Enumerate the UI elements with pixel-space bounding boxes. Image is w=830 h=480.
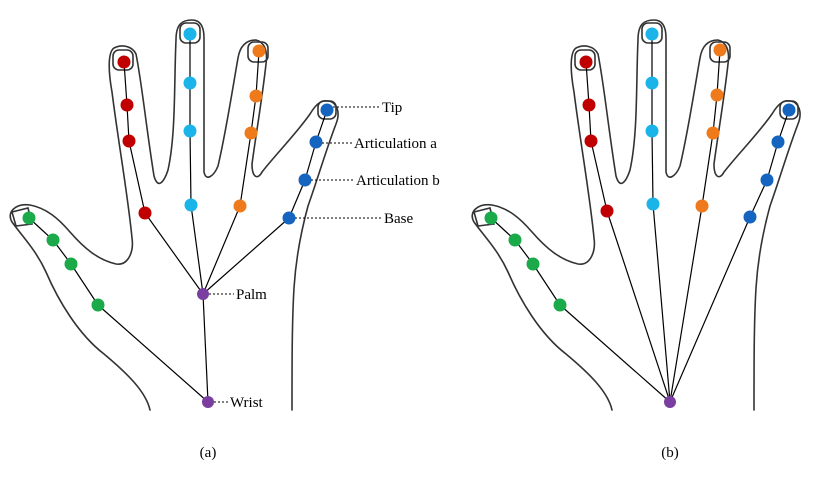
bone-ring-a <box>202 50 260 295</box>
keypoint-thumb-artic-a-b <box>508 233 522 247</box>
keypoint-ring-tip-b <box>713 43 727 57</box>
keypoint-thumb-base-b <box>553 298 567 312</box>
keypoint-middle-artic-a-a <box>183 76 197 90</box>
keypoint-index-artic-b-a <box>122 134 136 148</box>
bone-little-a <box>202 109 328 295</box>
bone-wrist-palm-a <box>202 293 209 403</box>
nail-thumb-b <box>473 207 495 227</box>
keypoint-middle-tip-a <box>183 27 197 41</box>
keypoint-little-tip-a <box>320 103 334 117</box>
caption-b: (b) <box>661 445 679 461</box>
keypoint-thumb-tip-a <box>22 211 36 225</box>
label-articulation-a: Articulation a <box>354 136 437 152</box>
panel-a: Tip Articulation a Articulation b Base P… <box>9 19 440 461</box>
keypoints-a <box>22 27 334 408</box>
label-base: Base <box>384 211 414 227</box>
keypoint-index-artic-b-b <box>584 134 598 148</box>
keypoint-thumb-artic-a-a <box>46 233 60 247</box>
label-palm: Palm <box>236 287 267 303</box>
panel-b: (b) <box>471 19 801 461</box>
caption-a: (a) <box>200 445 217 461</box>
skeleton-lines-b <box>490 34 790 403</box>
keypoint-ring-artic-a-b <box>710 88 724 102</box>
label-articulation-b: Articulation b <box>356 173 440 189</box>
keypoint-thumb-artic-b-b <box>526 257 540 271</box>
label-tip: Tip <box>382 100 402 116</box>
keypoint-little-base-a <box>282 211 296 225</box>
nail-little-b <box>779 100 799 120</box>
keypoint-little-tip-b <box>782 103 796 117</box>
keypoint-ring-tip-a <box>252 44 266 58</box>
keypoint-ring-artic-b-a <box>244 126 258 140</box>
keypoint-little-artic-a-b <box>771 135 785 149</box>
nail-index-a <box>112 49 134 71</box>
keypoint-index-base-a <box>138 206 152 220</box>
keypoint-ring-base-a <box>233 199 247 213</box>
keypoint-little-artic-b-b <box>760 173 774 187</box>
nail-little-a <box>317 100 337 120</box>
leader-lines <box>209 106 382 403</box>
bone-thumb-b <box>490 217 561 306</box>
bone-ring-b <box>701 49 721 207</box>
nail-ring-b <box>709 41 731 63</box>
keypoint-thumb-tip-b <box>484 211 498 225</box>
bone-wrist-thumb-a <box>97 304 209 403</box>
keypoint-index-artic-a-a <box>120 98 134 112</box>
keypoint-middle-base-b <box>646 197 660 211</box>
keypoints-b <box>484 27 796 408</box>
keypoint-index-tip-b <box>579 55 593 69</box>
skeleton-lines-a <box>28 34 328 403</box>
nail-index-b <box>574 49 596 71</box>
bone-little-b <box>749 109 790 218</box>
keypoint-middle-base-a <box>184 198 198 212</box>
keypoint-little-artic-b-a <box>298 173 312 187</box>
keypoint-palm-a <box>197 288 209 300</box>
keypoint-index-tip-a <box>117 55 131 69</box>
bone-wrist-index-b <box>606 210 671 403</box>
nail-thumb-a <box>11 207 33 227</box>
keypoint-middle-artic-a-b <box>645 76 659 90</box>
keypoint-wrist-a <box>202 396 214 408</box>
keypoint-little-artic-a-a <box>309 135 323 149</box>
bone-index-b <box>585 61 608 212</box>
bone-middle-a <box>189 34 204 295</box>
bone-middle-b <box>651 34 654 205</box>
keypoint-middle-tip-b <box>645 27 659 41</box>
bone-wrist-middle-b <box>652 203 671 403</box>
bone-wrist-ring-b <box>669 205 703 403</box>
keypoint-middle-artic-b-b <box>645 124 659 138</box>
keypoint-ring-artic-b-b <box>706 126 720 140</box>
bone-wrist-thumb-b <box>559 304 671 403</box>
keypoint-thumb-base-a <box>91 298 105 312</box>
label-wrist: Wrist <box>230 395 264 411</box>
keypoint-ring-artic-a-a <box>249 89 263 103</box>
bone-thumb-a <box>28 217 99 306</box>
keypoint-index-artic-a-b <box>582 98 596 112</box>
keypoint-ring-base-b <box>695 199 709 213</box>
bone-wrist-little-b <box>669 216 751 403</box>
keypoint-wrist-b <box>664 396 676 408</box>
keypoint-thumb-artic-b-a <box>64 257 78 271</box>
keypoint-little-base-b <box>743 210 757 224</box>
keypoint-middle-artic-b-a <box>183 124 197 138</box>
keypoint-index-base-b <box>600 204 614 218</box>
